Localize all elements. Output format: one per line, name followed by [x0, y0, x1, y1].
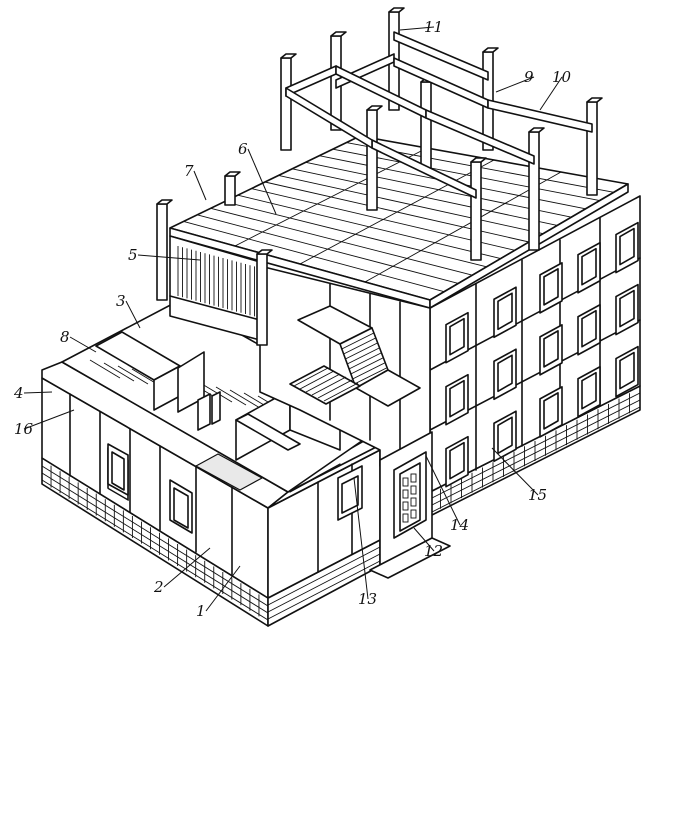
callout-label-7: 7: [184, 162, 194, 180]
callout-label-10: 10: [552, 68, 572, 86]
leader-line: [23, 391, 53, 394]
frame-column: [586, 101, 598, 196]
leader-line: [163, 547, 211, 588]
leader-line: [23, 409, 75, 430]
leader-line: [193, 170, 207, 201]
roof-slab-field: [169, 135, 629, 309]
callout-label-13: 13: [358, 590, 377, 608]
frame-beam: [393, 31, 489, 81]
leader-line: [353, 477, 369, 600]
staircase: [289, 305, 421, 407]
leader-line: [247, 148, 277, 215]
frame-column: [366, 109, 378, 211]
leader-line: [137, 254, 201, 261]
frame-column: [256, 253, 268, 346]
frame-column: [420, 81, 432, 171]
callout-label-4: 4: [13, 384, 24, 402]
leader-line: [491, 447, 539, 496]
callout-label-1: 1: [196, 602, 206, 620]
callout-label-15: 15: [528, 486, 547, 504]
leader-line: [539, 76, 563, 111]
leader-line: [425, 455, 461, 526]
frame-beam: [285, 65, 337, 97]
callout-label-11: 11: [424, 18, 443, 36]
leader-line: [399, 26, 435, 31]
leader-line: [413, 527, 435, 552]
callout-label-3: 3: [116, 292, 126, 310]
leader-line: [69, 336, 97, 353]
leader-line: [125, 300, 141, 329]
frame-column: [156, 203, 168, 301]
main-block-side-wall: [429, 195, 641, 493]
callout-label-8: 8: [60, 328, 70, 346]
callout-label-2: 2: [153, 578, 164, 596]
callout-label-5: 5: [128, 246, 138, 264]
entrance-door: [369, 431, 451, 579]
frame-beam: [487, 99, 593, 133]
frame-column: [280, 57, 292, 151]
front-wall-right: [267, 439, 391, 599]
frame-beam: [425, 109, 535, 165]
frame-column: [470, 161, 482, 261]
frame-column: [224, 175, 236, 206]
leader-line: [495, 76, 535, 93]
frame-beams: [285, 31, 593, 199]
callout-label-6: 6: [238, 140, 248, 158]
callout-label-14: 14: [450, 516, 469, 534]
callout-label-12: 12: [424, 542, 443, 560]
inner-wall-panel: [169, 235, 261, 341]
callout-label-16: 16: [14, 420, 34, 438]
frame-beam: [285, 87, 373, 149]
frame-column: [528, 131, 540, 251]
leader-line: [205, 565, 241, 612]
callout-label-9: 9: [524, 68, 534, 86]
